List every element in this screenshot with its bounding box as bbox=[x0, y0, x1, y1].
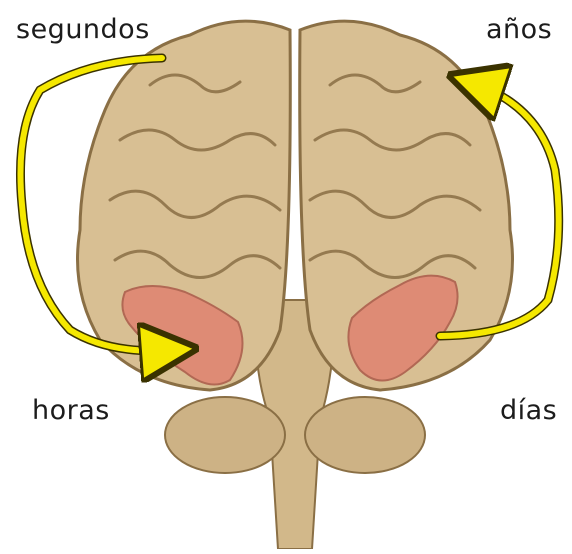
cerebellum-left bbox=[165, 397, 285, 473]
label-years: años bbox=[486, 14, 552, 45]
cerebellum-right bbox=[305, 397, 425, 473]
label-hours: horas bbox=[32, 395, 110, 426]
label-days: días bbox=[500, 395, 557, 426]
label-seconds: segundos bbox=[16, 14, 150, 45]
